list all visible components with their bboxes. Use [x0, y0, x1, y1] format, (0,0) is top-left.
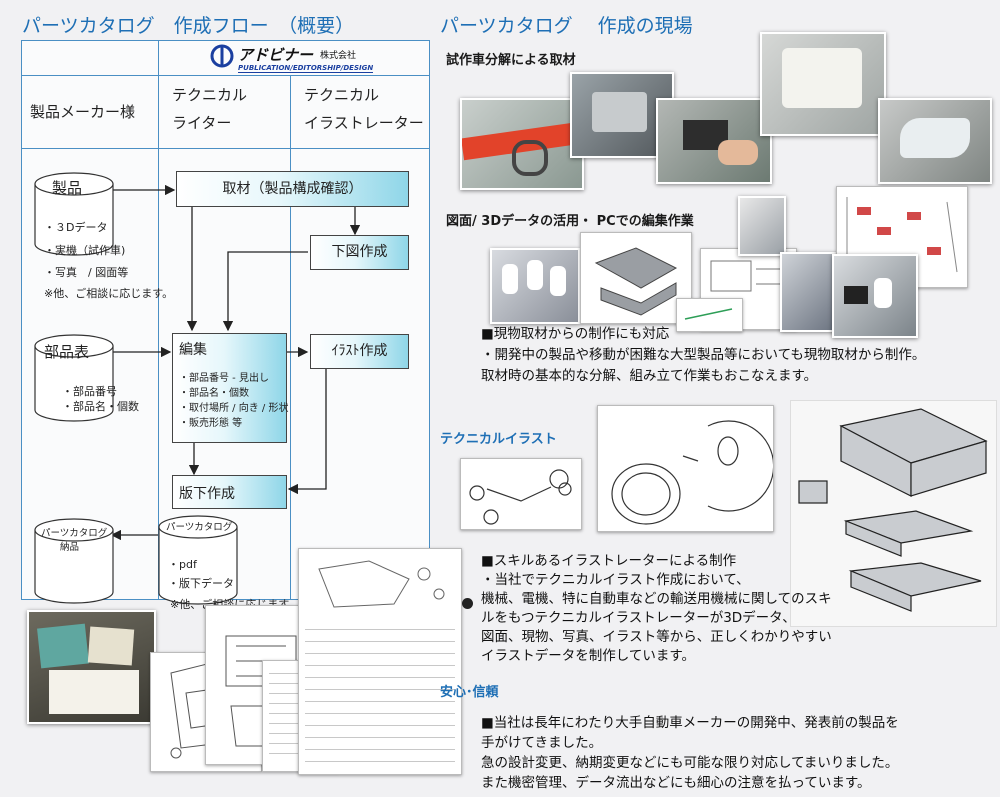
logo-suffix: 株式会社 — [320, 51, 357, 61]
office-photo-a — [738, 196, 786, 256]
trust-line-2: 手がけてきました。 — [481, 735, 603, 751]
flow-title: パーツカタログ 作成フロー （概要） — [22, 15, 355, 37]
research-box: 取材（製品構成確認） — [176, 171, 409, 207]
drawing-sheet-b — [676, 298, 743, 332]
research-label: 取材（製品構成確認） — [222, 181, 363, 197]
catalog-item-pdf: ・pdf — [168, 558, 197, 571]
skill-line-2: 機械、電機、特に自動車などの輸送用機械に関してのスキルをもつテクニカルイラストレ… — [481, 591, 832, 626]
parts-list-label: 部品表 — [44, 343, 90, 361]
parts-list-item-number: ・部品番号 — [62, 385, 117, 398]
trust-line-1: ■当社は長年にわたり大手自動車メーカーの開発中、発表前の製品を — [481, 715, 899, 731]
delivery-label-line1: パーツカタログ — [41, 528, 108, 539]
edit-label: 編集 — [179, 342, 207, 358]
catalog-cylinder — [158, 515, 238, 605]
edit-item-number: ・部品番号 - 見出し — [179, 373, 269, 384]
teardown-photo-hands — [656, 98, 772, 184]
onsite-line-2: 取材時の基本的な分解、組み立て作業もおこなえます。 — [481, 368, 818, 384]
catalog-page-sheet — [298, 548, 462, 775]
catalog-books-photo — [27, 610, 156, 724]
edit-box: 編集 ・部品番号 - 見出し ・部品名・個数 ・取付場所 / 向き / 形状 ・… — [172, 333, 289, 443]
edit-item-location: ・取付場所 / 向き / 形状 — [179, 403, 289, 414]
logo-tagline: PUBLICATION/EDITORSHIP/DESIGN — [238, 64, 374, 73]
skill-line-3: 図面、現物、写真、イラスト等から、正しくわかりやすい — [481, 629, 832, 645]
column-maker: 製品メーカー様 — [30, 103, 136, 121]
product-item-3d: ・３Dデータ — [44, 221, 108, 234]
product-item-photo: ・写真 / 図面等 — [44, 266, 129, 279]
column-illustrator-line2: イラストレーター — [304, 114, 424, 132]
onsite-line-1: ・開発中の製品や移動が困難な大型製品等においても現物取材から制作。 — [481, 347, 926, 363]
teardown-photo-bike — [460, 98, 584, 190]
catalog-label: パーツカタログ — [166, 522, 233, 533]
crankshaft-illustration — [460, 458, 582, 530]
column-illustrator-line1: テクニカル — [304, 86, 380, 104]
trust-heading: 安心･信頼 — [440, 685, 499, 700]
product-label: 製品 — [52, 179, 83, 197]
trust-line-4: また機密管理、データ流出などにも細心の注意を払っています。 — [481, 775, 871, 791]
prepress-box: 版下作成 — [172, 475, 287, 509]
column-writer-line1: テクニカル — [172, 86, 248, 104]
logo-mark-icon — [210, 44, 234, 68]
pc-editing-photo — [832, 254, 918, 338]
delivery-cylinder — [34, 518, 114, 604]
column-writer-line2: ライター — [172, 114, 232, 132]
tech-illust-heading: テクニカルイラスト — [440, 432, 557, 447]
product-item-vehicle: ・実機（試作車) — [44, 244, 126, 257]
edit-item-sales: ・販売形態 等 — [179, 418, 243, 429]
illust-box: ｲﾗｽﾄ作成 — [310, 334, 409, 369]
engine-3d-render — [580, 232, 692, 324]
logo-name: アドビナー — [238, 46, 314, 64]
skill-heading: ■スキルあるイラストレーターによる制作 — [481, 553, 737, 569]
skill-line-1: ・当社でテクニカルイラスト作成において、 — [481, 572, 750, 588]
prepress-label: 版下作成 — [179, 486, 235, 502]
trust-line-3: 急の設計変更、納期変更などにも可能な限り対応してまいりました。 — [481, 755, 899, 771]
office-photo-b — [780, 252, 839, 332]
flow-arrows — [110, 184, 361, 541]
engine-block-illustration — [790, 400, 997, 627]
team-meeting-photo — [490, 248, 580, 324]
teardown-photo-housing — [760, 32, 886, 136]
data-use-heading: 図面/ 3Dデータの活用・ PCでの編集作業 — [446, 214, 694, 229]
draft-box: 下図作成 — [310, 235, 409, 270]
delivery-label-line2: 納品 — [60, 542, 80, 553]
company-logo: アドビナー 株式会社 PUBLICATION/EDITORSHIP/DESIGN — [210, 44, 410, 73]
parts-list-item-name: ・部品名・個数 — [62, 400, 139, 413]
skill-line-4: イラストデータを制作しています。 — [481, 648, 695, 664]
product-cylinder — [34, 172, 114, 256]
teardown-heading: 試作車分解による取材 — [446, 53, 576, 68]
bullet-dot-icon — [462, 598, 473, 609]
illust-label: ｲﾗｽﾄ作成 — [331, 343, 388, 359]
product-note: ※他、ご相談に応じます。 — [44, 287, 174, 300]
site-title: パーツカタログ 作成の現場 — [440, 15, 693, 37]
catalog-item-data: ・版下データ — [168, 577, 234, 590]
headlamp-illustration — [597, 405, 774, 532]
edit-item-name: ・部品名・個数 — [179, 388, 249, 399]
onsite-heading: ■現物取材からの制作にも対応 — [481, 326, 670, 342]
teardown-photo-headlamp — [878, 98, 992, 184]
parts-list-cylinder — [34, 334, 114, 422]
draft-label: 下図作成 — [331, 244, 388, 260]
